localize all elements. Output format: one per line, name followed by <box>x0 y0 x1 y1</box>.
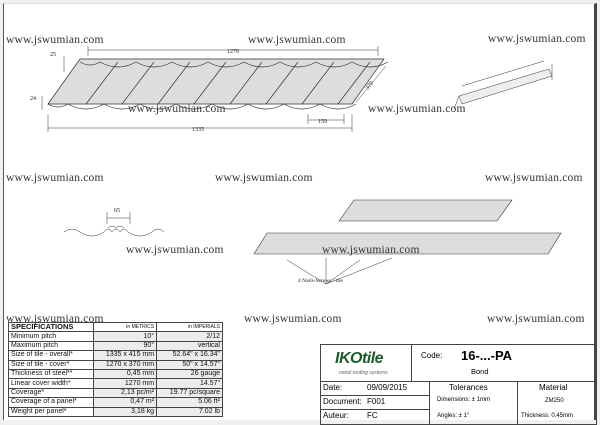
dim-1335: 1335 <box>192 127 204 133</box>
logo: IKOtile metal roofing systems <box>321 345 412 382</box>
watermark: www.jswumian.com <box>6 172 104 184</box>
spec-label: Weight per panel* <box>8 406 94 417</box>
author-label: Auteur: <box>323 411 349 420</box>
spec-label: Size of tile - cover* <box>8 359 94 370</box>
spec-label: Coverage* <box>8 387 94 399</box>
drawing-sheet: 1270 1335 159 25 24 370 65 4 Nails-Screw… <box>3 3 597 425</box>
watermark: www.jswumian.com <box>6 34 104 46</box>
dim-370: 370 <box>365 80 375 91</box>
col-imperial: in IMPERIALS <box>156 321 223 333</box>
roof-assembly-drawing <box>253 199 562 255</box>
document-value: F001 <box>367 397 386 406</box>
spec-label: Coverage of a panel* <box>8 397 94 408</box>
spec-imperial: 2/12 <box>156 331 223 342</box>
title-block: IKOtile metal roofing systems Code: 16-.… <box>320 344 597 425</box>
spec-metric: 10° <box>92 331 158 342</box>
spec-metric: 0,45 mm <box>92 368 158 380</box>
spec-title: SPECIFICATIONS <box>8 321 94 333</box>
watermark: www.jswumian.com <box>128 103 226 115</box>
col-metric: in METRICS <box>92 321 158 333</box>
product-name: Bond <box>471 367 489 376</box>
author-value: FC <box>367 411 378 420</box>
code-value: 16-...-PA <box>461 348 513 363</box>
spec-label: Maximum pitch <box>8 340 94 352</box>
spec-imperial: 50" x 14.57" <box>156 359 223 370</box>
tolerances-title: Tolerances <box>449 383 488 392</box>
document-label: Document: <box>323 397 362 406</box>
watermark: www.jswumian.com <box>485 172 583 184</box>
spec-metric: 1270 mm <box>92 378 158 389</box>
tolerance-dimensions: Dimensions: ± 1mm <box>437 397 490 403</box>
nails-label: 4 Nails-Screws / tile <box>298 278 343 284</box>
date-label: Date: <box>323 383 343 392</box>
spec-imperial: 26 gauge <box>156 368 223 380</box>
spec-metric: 2,13 pc/m² <box>92 387 158 399</box>
spec-label: Minimum pitch <box>8 331 94 342</box>
spec-label: Size of tile - overall* <box>8 350 94 361</box>
dim-159: 159 <box>318 119 327 125</box>
spec-imperial: 5.06 ft² <box>156 397 223 408</box>
code-label: Code: <box>421 351 443 360</box>
watermark: www.jswumian.com <box>215 172 313 184</box>
spec-imperial: 14.57" <box>156 378 223 389</box>
watermark: www.jswumian.com <box>244 313 342 325</box>
material-value: ZM250 <box>545 398 564 404</box>
watermark: www.jswumian.com <box>322 244 420 256</box>
watermark: www.jswumian.com <box>487 313 585 325</box>
dim-65: 65 <box>114 208 120 214</box>
watermark: www.jswumian.com <box>488 33 586 45</box>
spec-metric: 3,18 kg <box>92 406 158 417</box>
spec-imperial: 7.02 lb <box>156 406 223 417</box>
tile-perspective-drawing: 1270 1335 159 25 24 370 65 4 Nails-Screw… <box>30 46 562 285</box>
watermark: www.jswumian.com <box>126 244 224 256</box>
date-value: 09/09/2015 <box>367 383 408 392</box>
spec-label: Linear cover width* <box>8 378 94 389</box>
tolerance-angles: Angles: ± 1° <box>437 413 470 419</box>
spec-metric: 0,47 m² <box>92 397 158 408</box>
spec-imperial: vertical <box>156 340 223 352</box>
watermark: www.jswumian.com <box>368 103 466 115</box>
material-thickness: Thickness: 0.45mm <box>521 413 574 419</box>
dim-1270: 1270 <box>227 49 239 55</box>
spec-metric: 90° <box>92 340 158 352</box>
watermark: www.jswumian.com <box>248 34 346 46</box>
spec-metric: 1270 x 370 mm <box>92 359 158 370</box>
dim-25: 25 <box>50 52 56 58</box>
spec-metric: 1335 x 415 mm <box>92 350 158 361</box>
spec-imperial: 52.64" x 16.34" <box>156 350 223 361</box>
material-title: Material <box>539 383 568 392</box>
spec-imperial: 19.77 pc/square <box>156 387 223 399</box>
spec-label: Thickness of steel** <box>8 368 94 380</box>
dim-24: 24 <box>30 96 36 102</box>
